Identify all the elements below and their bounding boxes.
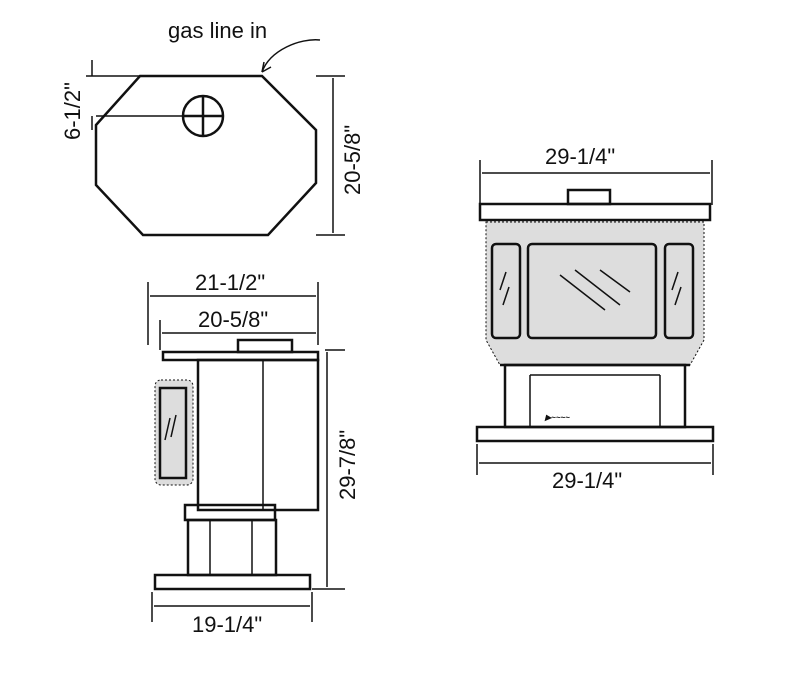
gas-line-arrow — [261, 39, 321, 73]
side-depth-outer-label: 21-1/2" — [195, 270, 265, 295]
front-view: ▶~~~~ 29-1/4" 29-1/4" — [475, 144, 715, 493]
top-depth-offset-label: 6-1/2" — [60, 82, 85, 140]
top-view: gas line in 6-1/2" 20-5/8" — [60, 18, 365, 237]
side-view: 21-1/2" 20-5/8" 29-7/8" 19-1/4" — [147, 270, 360, 637]
side-height-label: 29-7/8" — [335, 430, 360, 500]
front-width-top-label: 29-1/4" — [545, 144, 615, 169]
side-depth-inner-label: 20-5/8" — [198, 307, 268, 332]
brand-logo: ▶~~~~ — [544, 413, 570, 422]
gas-line-label: gas line in — [168, 18, 267, 43]
front-width-bottom-label: 29-1/4" — [552, 468, 622, 493]
side-base-label: 19-1/4" — [192, 612, 262, 637]
top-depth-label: 20-5/8" — [340, 125, 365, 195]
top-view-outline — [94, 74, 318, 237]
